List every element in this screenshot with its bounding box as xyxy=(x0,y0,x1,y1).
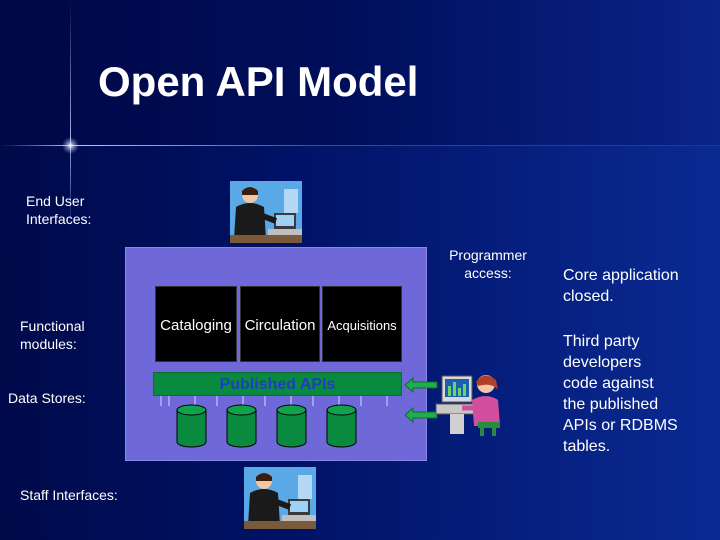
module-circulation: Circulation xyxy=(240,286,320,362)
slide-title: Open API Model xyxy=(98,58,419,105)
core-application-closed-text: Core application closed. xyxy=(563,267,679,305)
data-stores-label: Data Stores: xyxy=(8,390,86,406)
functional-modules-label: Functional modules: xyxy=(20,318,85,352)
database-icon xyxy=(276,404,307,448)
decorative-horizontal-line xyxy=(0,145,720,146)
decorative-vertical-line xyxy=(70,0,71,230)
title-band xyxy=(0,0,720,145)
database-icon xyxy=(326,404,357,448)
end-user-person-icon xyxy=(230,181,302,243)
api-to-database-arrows xyxy=(160,396,388,406)
staff-interfaces-label: Staff Interfaces: xyxy=(20,487,118,503)
module-acquisitions: Acquisitions xyxy=(322,286,402,362)
module-cataloging: Cataloging xyxy=(155,286,237,362)
programmer-access-label: Programmer access: xyxy=(449,247,527,281)
programmer-access-arrow-icon xyxy=(404,376,438,423)
published-apis-bar: Published APIs xyxy=(153,372,402,396)
third-party-developers-text: Third party developers code against the … xyxy=(563,333,678,455)
staff-person-icon xyxy=(244,467,316,529)
sparkle-icon xyxy=(62,137,79,154)
programmer-person-icon xyxy=(435,375,500,436)
database-icon xyxy=(176,404,207,448)
database-icon xyxy=(226,404,257,448)
end-user-interfaces-label: End User Interfaces: xyxy=(26,193,92,227)
